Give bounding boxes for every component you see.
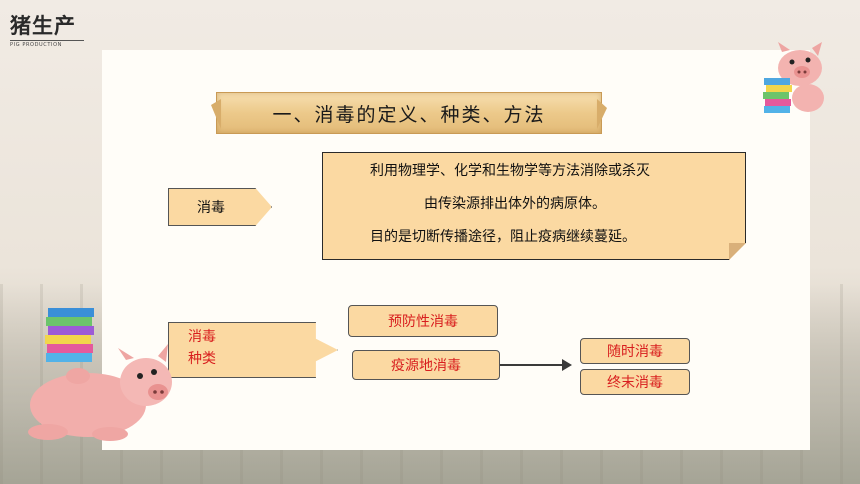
logo: 猪生产 PIG PRODUCTION (10, 14, 90, 50)
arrow-line (500, 364, 564, 366)
pig-with-books-icon (760, 40, 830, 120)
definition-line-1: 利用物理学、化学和生物学等方法消除或杀灭 (370, 163, 650, 179)
types-label-line-1: 消毒 (188, 329, 216, 345)
preventive-disinfection-box: 预防性消毒 (348, 305, 498, 337)
types-label: 消毒 种类 (188, 326, 216, 370)
term-arrow-box: 消毒 (168, 188, 272, 226)
title-board: 一、消毒的定义、种类、方法 (216, 92, 602, 134)
slide-title: 一、消毒的定义、种类、方法 (272, 103, 546, 126)
definition-line-2: 由传染源排出体外的病原体。 (424, 196, 606, 212)
types-arrow-box (168, 322, 338, 378)
definition-note (322, 152, 746, 260)
epidemic-source-disinfection-box: 疫源地消毒 (352, 350, 500, 380)
immediate-disinfection-box: 随时消毒 (580, 338, 690, 364)
pig-lying-with-books-icon (18, 300, 178, 450)
logo-name-cn: 猪生产 (10, 13, 76, 38)
term-label: 消毒 (197, 200, 225, 216)
definition-line-3: 目的是切断传播途径，阻止疫病继续蔓延。 (370, 229, 636, 245)
types-label-line-2: 种类 (188, 351, 216, 367)
logo-name-en: PIG PRODUCTION (10, 40, 84, 48)
arrow-right-icon (562, 359, 572, 371)
terminal-disinfection-box: 终末消毒 (580, 369, 690, 395)
